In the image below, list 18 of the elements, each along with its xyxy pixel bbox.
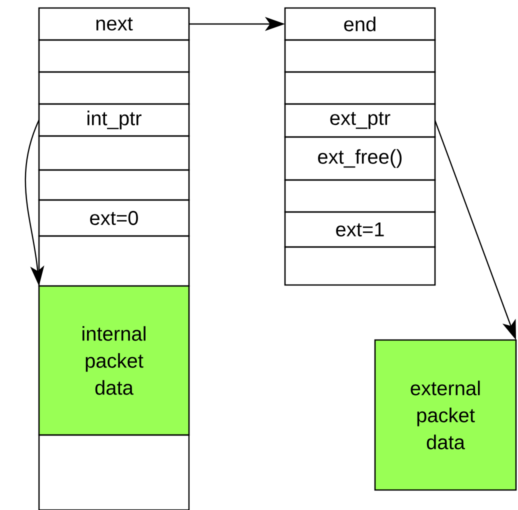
field-cell: end <box>284 7 436 41</box>
field-cell: next <box>38 7 190 41</box>
field-cell: int_ptr <box>38 103 190 137</box>
data-box: external packet data <box>374 339 517 491</box>
empty-cell <box>38 169 190 201</box>
field-cell: ext_free() <box>284 136 436 181</box>
field-cell: ext=1 <box>284 211 436 248</box>
empty-cell <box>284 39 436 73</box>
field-cell: ext_ptr <box>284 103 436 138</box>
field-cell: ext=0 <box>38 199 190 237</box>
empty-cell <box>38 135 190 171</box>
empty-cell <box>38 71 190 105</box>
empty-cell <box>38 39 190 73</box>
empty-cell <box>284 179 436 213</box>
data-box: internal packet data <box>38 285 190 436</box>
empty-cell <box>284 71 436 105</box>
empty-cell <box>38 434 190 510</box>
empty-cell <box>284 246 436 286</box>
